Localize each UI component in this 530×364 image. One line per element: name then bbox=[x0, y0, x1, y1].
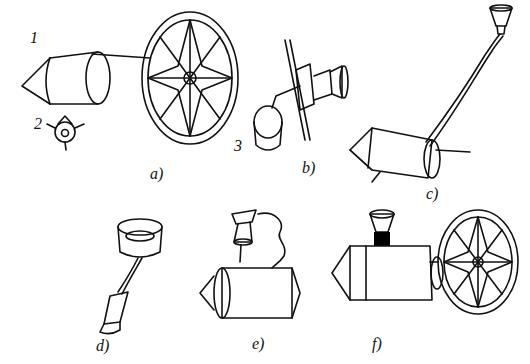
panel-label: b) bbox=[302, 160, 315, 176]
callout-number: 3 bbox=[234, 138, 242, 154]
tethered-pair-e bbox=[200, 210, 300, 318]
callout-number: 2 bbox=[34, 116, 42, 132]
panel-label: e) bbox=[252, 336, 264, 352]
tethered-capsule-c bbox=[350, 5, 512, 182]
tethered-pair-d bbox=[100, 219, 162, 334]
small-probe bbox=[47, 116, 84, 150]
assembled-station-f bbox=[332, 210, 518, 314]
docking-assembly-b bbox=[254, 40, 348, 150]
callout-number: 1 bbox=[30, 30, 38, 46]
panel-label: a) bbox=[150, 166, 163, 182]
panel-label: c) bbox=[426, 186, 438, 202]
panel-label: d) bbox=[96, 338, 109, 354]
module-cone-cylinder bbox=[22, 52, 150, 104]
ring-station bbox=[142, 12, 238, 144]
panel-label: f) bbox=[372, 336, 382, 352]
